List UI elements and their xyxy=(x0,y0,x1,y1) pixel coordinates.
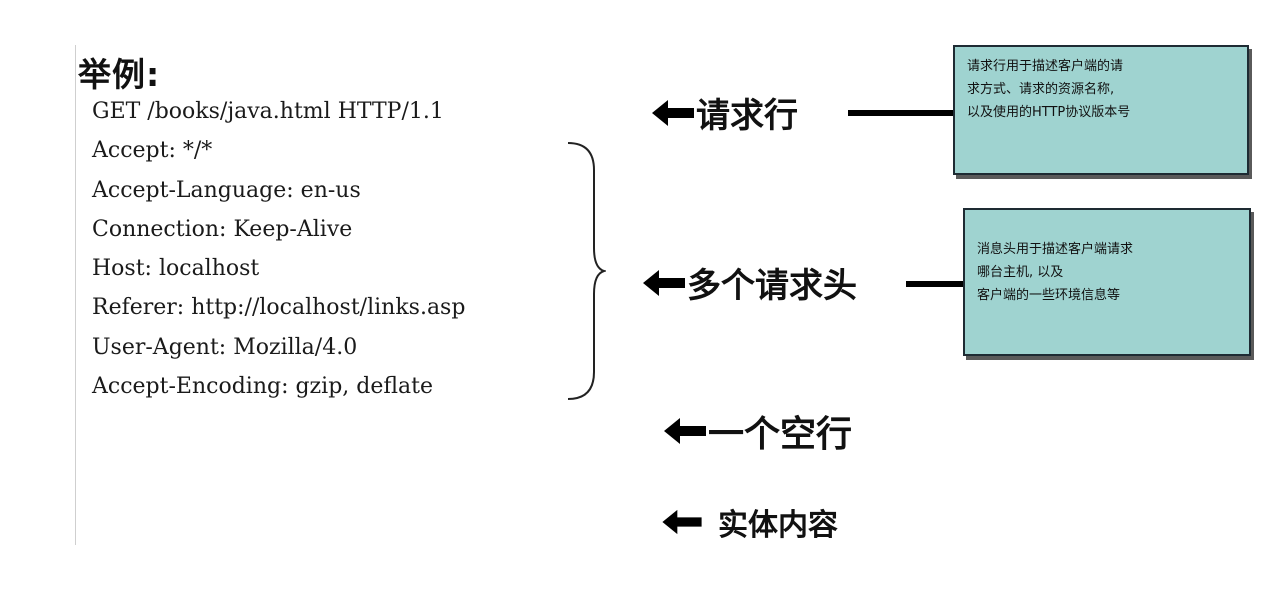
header-host: Host: localhost xyxy=(92,256,260,282)
headers-note: 消息头用于描述客户端请求 哪台主机, 以及 客户端的一些环境信息等 xyxy=(963,208,1251,356)
headers-label-text: 多个请求头 xyxy=(687,266,857,306)
header-referer: Referer: http://localhost/links.asp xyxy=(92,295,466,321)
body-label-text: 实体内容 xyxy=(718,508,838,543)
left-arrow-icon xyxy=(652,99,694,126)
body-label: 实体内容 xyxy=(660,500,838,544)
headers-connector xyxy=(906,281,965,287)
left-border-line xyxy=(75,45,76,545)
note-line: 求方式、请求的资源名称, xyxy=(967,82,1115,97)
note-line: 以及使用的HTTP协议版本号 xyxy=(967,105,1131,120)
header-accept-language: Accept-Language: en-us xyxy=(92,177,361,203)
left-arrow-icon xyxy=(643,269,685,296)
headers-label: 多个请求头 xyxy=(641,258,857,307)
http-request-example: GET /books/java.html HTTP/1.1 Accept: */… xyxy=(92,92,465,406)
request-line-note: 请求行用于描述客户端的请 求方式、请求的资源名称, 以及使用的HTTP协议版本号 xyxy=(953,45,1249,175)
note-line: 消息头用于描述客户端请求 xyxy=(977,242,1134,257)
headers-brace xyxy=(567,142,606,400)
blank-line-label-text: 一个空行 xyxy=(708,414,853,455)
header-connection: Connection: Keep-Alive xyxy=(92,216,353,242)
left-arrow-icon xyxy=(664,418,706,444)
request-line-label: 请求行 xyxy=(650,88,798,137)
note-line: 请求行用于描述客户端的请 xyxy=(967,59,1124,74)
header-user-agent: User-Agent: Mozilla/4.0 xyxy=(92,334,358,360)
request-line-connector xyxy=(848,110,955,116)
left-arrow-icon xyxy=(662,509,702,535)
header-accept-encoding: Accept-Encoding: gzip, deflate xyxy=(92,374,434,400)
request-line-label-text: 请求行 xyxy=(696,96,798,136)
request-line-text: GET /books/java.html HTTP/1.1 xyxy=(92,99,444,124)
note-line: 客户端的一些环境信息等 xyxy=(977,288,1121,303)
blank-line-label: 一个空行 xyxy=(662,405,852,457)
note-line: 哪台主机, 以及 xyxy=(977,265,1064,280)
header-accept: Accept: */* xyxy=(92,138,213,164)
example-title: 举例: xyxy=(78,55,161,94)
